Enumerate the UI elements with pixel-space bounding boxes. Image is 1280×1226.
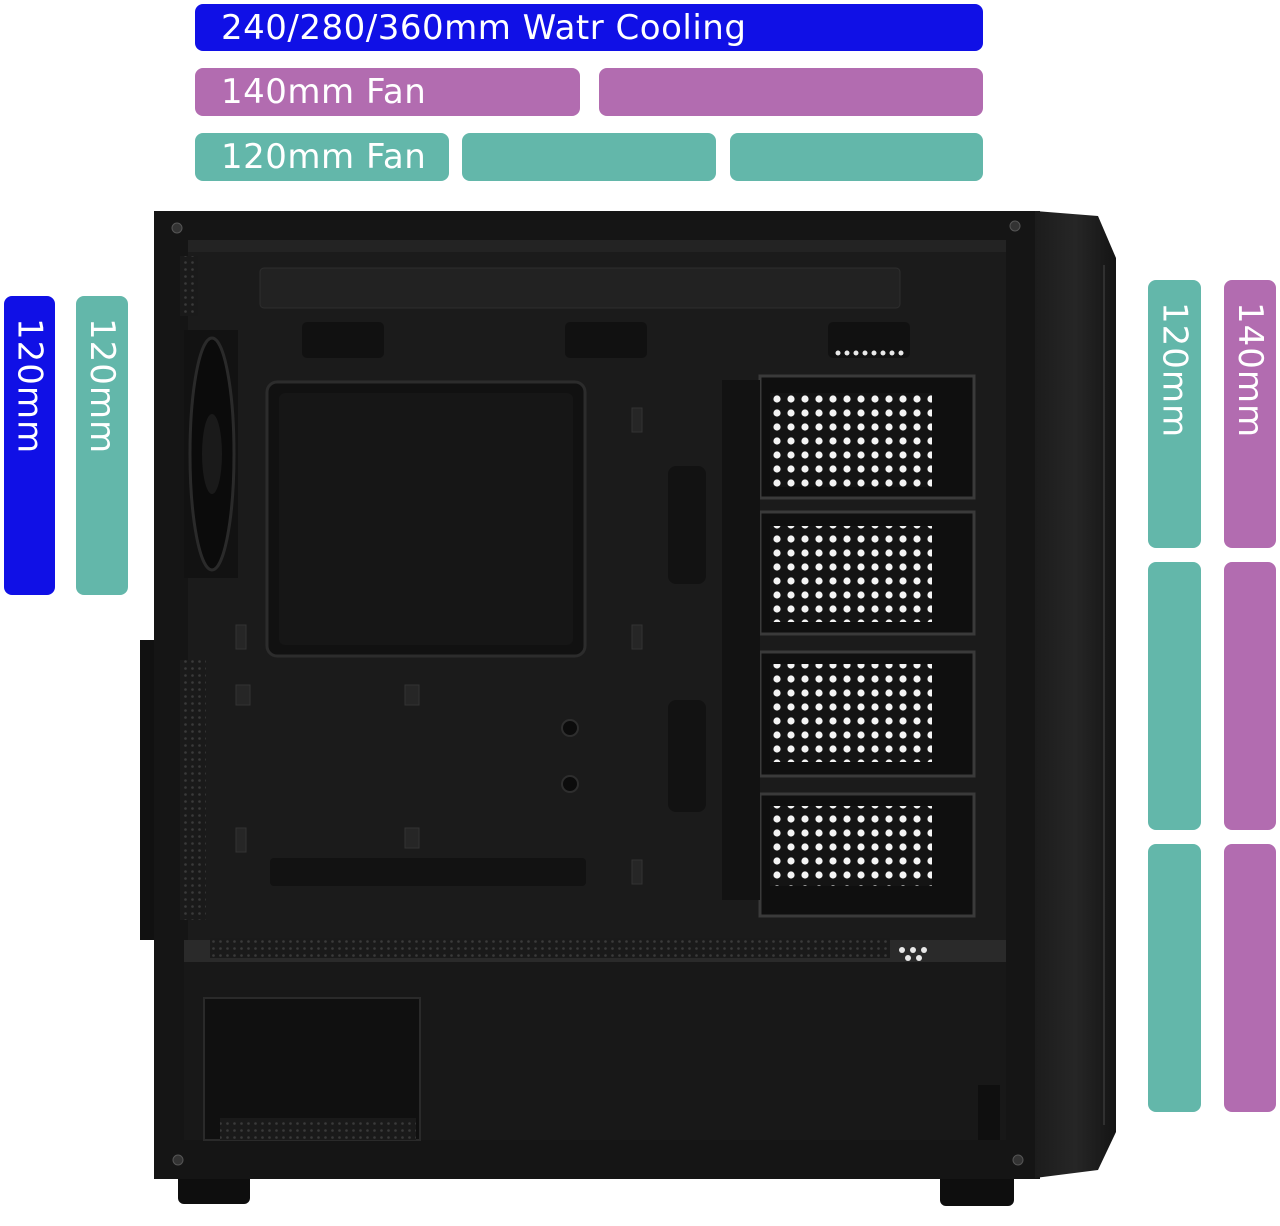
front-fan-120-bar-3 xyxy=(1148,844,1201,1112)
rear-fan-label: 120mm xyxy=(82,318,122,455)
rear-fan-bar: 120mm xyxy=(76,296,128,595)
front-fan-120-label: 120mm xyxy=(1154,302,1195,439)
drive-cage-4 xyxy=(758,792,976,918)
front-fan-140-bar-3 xyxy=(1224,844,1276,1112)
drive-cage-2 xyxy=(758,510,976,636)
rear-radiator-label: 120mm xyxy=(9,318,50,455)
top-fan-120-bar-1: 120mm Fan xyxy=(195,133,449,181)
top-fan-120-label: 120mm Fan xyxy=(221,137,427,177)
front-fan-140-bar-2 xyxy=(1224,562,1276,830)
case-front-panel xyxy=(1035,211,1116,1178)
front-fan-140-label: 140mm xyxy=(1230,302,1270,439)
top-fan-140-bar-2 xyxy=(599,68,983,116)
front-fan-120-bar-2 xyxy=(1148,562,1201,830)
rear-fan xyxy=(184,330,238,578)
top-fan-120-bar-2 xyxy=(462,133,716,181)
front-fan-120-bar-1: 120mm xyxy=(1148,280,1201,548)
front-fan-140-bar-1: 140mm xyxy=(1224,280,1276,548)
drive-cage-1 xyxy=(758,374,976,500)
psu-opening xyxy=(203,997,421,1141)
top-water-cooling-bar: 240/280/360mm Watr Cooling xyxy=(195,4,983,51)
rear-radiator-bar: 120mm xyxy=(4,296,55,595)
top-fan-140-bar-1: 140mm Fan xyxy=(195,68,580,116)
top-fan-140-label: 140mm Fan xyxy=(221,72,427,112)
top-water-cooling-label: 240/280/360mm Watr Cooling xyxy=(221,7,747,48)
top-fan-120-bar-3 xyxy=(730,133,983,181)
drive-cage-3 xyxy=(758,650,976,778)
